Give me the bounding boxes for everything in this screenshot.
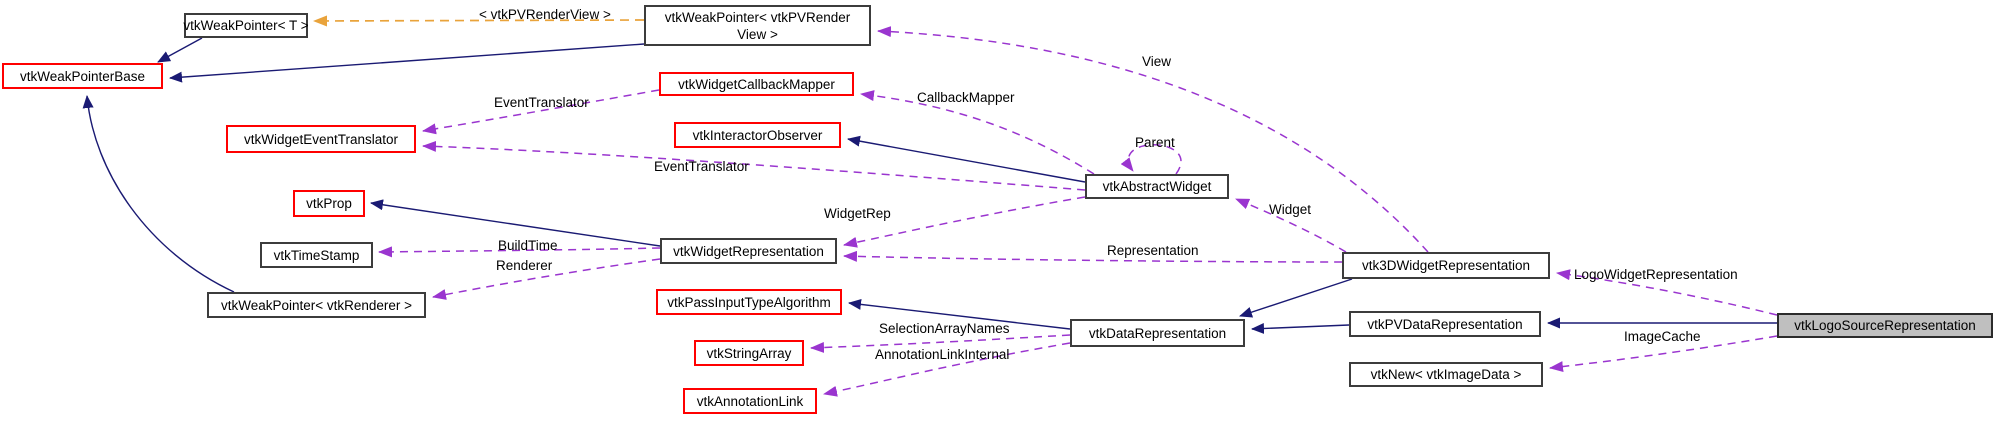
edge-wrep-to-ts-buildtime	[378, 246, 661, 258]
edge-label-image-cache: ImageCache	[1624, 329, 1701, 344]
node-label-line1: vtkWeakPointer< vtkPVRender	[664, 9, 851, 25]
edge-w3d-to-wpPVRV-view	[877, 26, 1429, 253]
edge-drep-to-pita	[848, 298, 1071, 330]
edge-wpPVRV-to-wpBase	[169, 43, 645, 83]
edge-wrep-to-wpRen-renderer	[432, 258, 661, 300]
edge-aw-to-wet-eventtranslator	[422, 140, 1086, 191]
edge-aw-to-wcm-callbackmapper	[860, 90, 1095, 175]
node-vtkNew-vtkImageData[interactable]: vtkNew< vtkImageData >	[1349, 362, 1543, 387]
node-vtkWeakPointer-T[interactable]: vtkWeakPointer< T >	[183, 13, 309, 38]
edge-label-logo-widget-representation: LogoWidgetRepresentation	[1574, 267, 1738, 282]
node-vtkWidgetCallbackMapper[interactable]: vtkWidgetCallbackMapper	[659, 72, 854, 96]
edge-label-build-time: BuildTime	[498, 238, 558, 253]
edge-label-parent: Parent	[1135, 135, 1175, 150]
node-vtkPVDataRepresentation[interactable]: vtkPVDataRepresentation	[1349, 311, 1541, 337]
edge-w3d-to-wrep-representation	[843, 250, 1343, 263]
node-vtkWidgetRepresentation[interactable]: vtkWidgetRepresentation	[660, 238, 837, 264]
edge-aw-self-parent	[1120, 143, 1182, 175]
node-vtkLogoSourceRepresentation-focus: vtkLogoSourceRepresentation	[1777, 313, 1993, 338]
node-vtkTimeStamp[interactable]: vtkTimeStamp	[260, 242, 373, 268]
node-vtkStringArray[interactable]: vtkStringArray	[694, 340, 804, 366]
edge-pvdrep-to-drep	[1251, 323, 1350, 335]
edge-label-representation: Representation	[1107, 243, 1199, 258]
edge-w3d-to-aw-widget	[1235, 198, 1347, 253]
node-vtkInteractorObserver[interactable]: vtkInteractorObserver	[674, 122, 841, 148]
edge-label-template-instance: < vtkPVRenderView >	[479, 7, 611, 22]
edge-wcm-to-wet-eventtranslator	[422, 89, 660, 135]
node-vtkAbstractWidget[interactable]: vtkAbstractWidget	[1085, 174, 1229, 199]
edge-label-callback-mapper: CallbackMapper	[917, 90, 1015, 105]
edge-label-widget: Widget	[1269, 202, 1312, 217]
edge-w3d-to-drep	[1239, 278, 1353, 318]
node-vtkAnnotationLink[interactable]: vtkAnnotationLink	[683, 388, 817, 414]
node-label-line2: View >	[737, 26, 778, 42]
node-vtkProp[interactable]: vtkProp	[293, 190, 365, 217]
node-vtkWeakPointer-vtkRenderer[interactable]: vtkWeakPointer< vtkRenderer >	[207, 292, 426, 318]
edge-label-event-translator-upper: EventTranslator	[494, 95, 589, 110]
edge-label-event-translator-lower: EventTranslator	[654, 159, 749, 174]
edge-label-annotation-link-internal: AnnotationLinkInternal	[875, 347, 1010, 362]
edge-wpRen-to-wpBase	[82, 95, 235, 293]
node-vtkWidgetEventTranslator[interactable]: vtkWidgetEventTranslator	[226, 125, 416, 153]
edge-logo-to-w3d-logowidgetrepresentation	[1556, 269, 1778, 316]
edge-wpT-to-wpBase	[157, 37, 203, 63]
node-vtkDataRepresentation[interactable]: vtkDataRepresentation	[1070, 319, 1245, 347]
edge-label-renderer: Renderer	[496, 258, 553, 273]
node-vtkWeakPointer-vtkPVRenderView[interactable]: vtkWeakPointer< vtkPVRender View >	[644, 5, 871, 46]
edge-wpPVRV-to-wpT-template	[313, 15, 645, 27]
edge-aw-to-io	[847, 135, 1086, 183]
node-vtkPassInputTypeAlgorithm[interactable]: vtkPassInputTypeAlgorithm	[656, 289, 842, 315]
edge-logo-to-vnew-imagecache	[1549, 335, 1778, 373]
edge-aw-to-wrep-widgetrep	[843, 196, 1086, 248]
edge-drep-to-al-annotationlinkinternal	[823, 342, 1071, 397]
node-vtk3DWidgetRepresentation[interactable]: vtk3DWidgetRepresentation	[1342, 252, 1550, 279]
edge-label-widget-rep: WidgetRep	[824, 206, 891, 221]
edge-wrep-to-prop	[370, 199, 661, 247]
edge-label-selection-array-names: SelectionArrayNames	[879, 321, 1010, 336]
node-vtkWeakPointerBase[interactable]: vtkWeakPointerBase	[2, 63, 163, 89]
edge-label-view: View	[1142, 54, 1172, 69]
edge-drep-to-sa-selectionarraynames	[810, 334, 1071, 354]
